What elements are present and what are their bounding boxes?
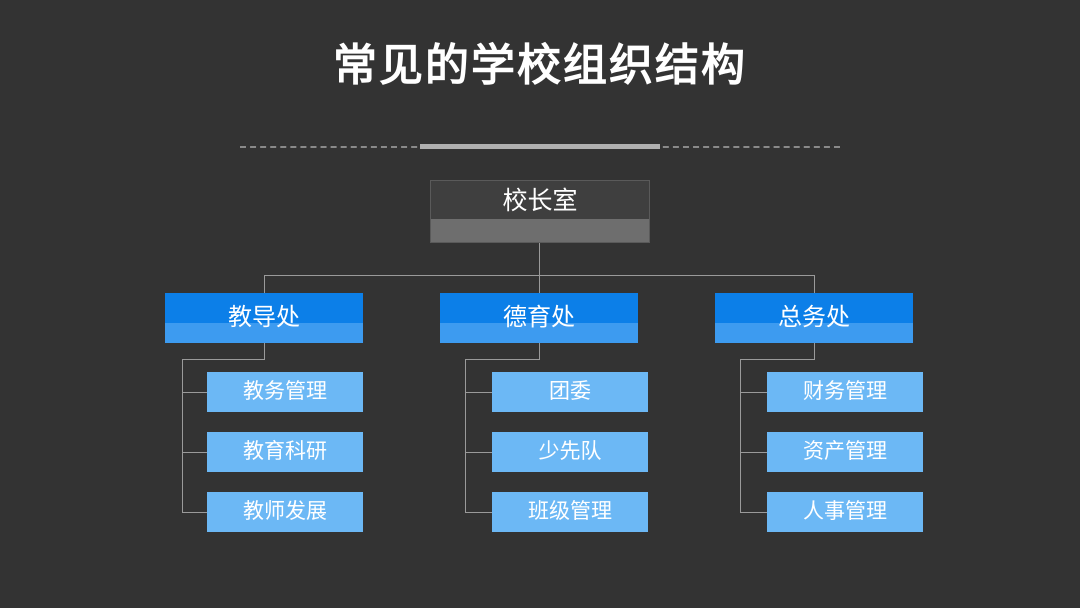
connector-drop-branch-2: [539, 275, 540, 293]
org-node-branch-3-child-2[interactable]: 资产管理: [767, 432, 923, 472]
connector-branch-3-stub-3: [740, 512, 767, 513]
org-node-branch-2-child-1[interactable]: 团委: [492, 372, 648, 412]
connector-root-stem: [539, 243, 540, 275]
connector-branch-1-stub-2: [182, 452, 207, 453]
connector-branch-1-trunk: [182, 359, 183, 513]
connector-branch-3-trunk: [740, 359, 741, 513]
org-node-branch-2-child-3[interactable]: 班级管理: [492, 492, 648, 532]
org-node-branch-3[interactable]: 总务处: [715, 293, 913, 343]
connector-branch-3-stem: [814, 343, 815, 359]
connector-branch-3-stub-2: [740, 452, 767, 453]
connector-branch-2-stub-2: [465, 452, 492, 453]
title-divider: [240, 144, 840, 149]
connector-branch-3-stub-1: [740, 392, 767, 393]
org-node-branch-2[interactable]: 德育处: [440, 293, 638, 343]
connector-branch-1-stub-3: [182, 512, 207, 513]
page-title: 常见的学校组织结构: [333, 41, 747, 90]
connector-branch-2-stub-1: [465, 392, 492, 393]
connector-branch-1-stem: [264, 343, 265, 359]
org-node-branch-1-child-1[interactable]: 教务管理: [207, 372, 363, 412]
connector-branch-1-elbow: [182, 359, 265, 360]
connector-branch-1-stub-1: [182, 392, 207, 393]
org-node-branch-1[interactable]: 教导处: [165, 293, 363, 343]
connector-drop-branch-1: [264, 275, 265, 293]
org-node-branch-1-child-2[interactable]: 教育科研: [207, 432, 363, 472]
connector-branch-2-elbow: [465, 359, 540, 360]
divider-solid-accent: [420, 144, 660, 149]
org-node-branch-3-child-3[interactable]: 人事管理: [767, 492, 923, 532]
org-node-branch-3-child-1[interactable]: 财务管理: [767, 372, 923, 412]
connector-branch-3-elbow: [740, 359, 815, 360]
org-node-root[interactable]: 校长室: [430, 180, 650, 243]
connector-branch-2-trunk: [465, 359, 466, 513]
connector-branch-2-stub-3: [465, 512, 492, 513]
org-node-branch-2-child-2[interactable]: 少先队: [492, 432, 648, 472]
connector-drop-branch-3: [814, 275, 815, 293]
org-node-branch-1-child-3[interactable]: 教师发展: [207, 492, 363, 532]
connector-branch-2-stem: [539, 343, 540, 359]
